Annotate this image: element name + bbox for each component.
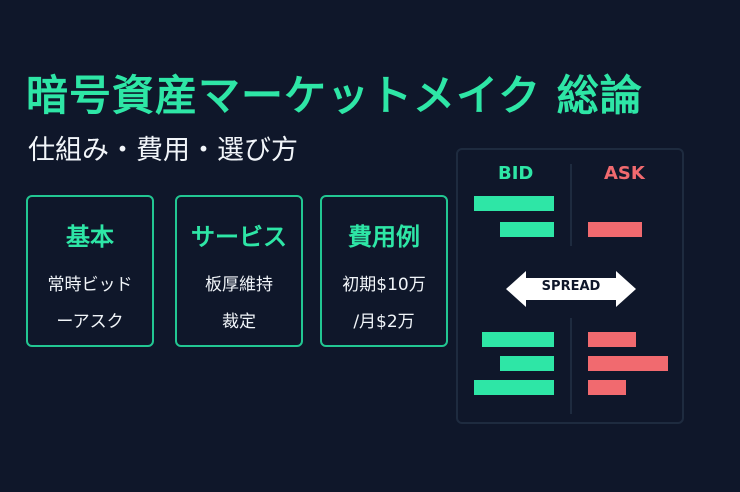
card-line: ーアスク bbox=[56, 312, 124, 332]
card-basics: 基本 常時ビッド ーアスク bbox=[26, 195, 154, 347]
card-heading: 費用例 bbox=[348, 223, 420, 251]
card-services: サービス 板厚維持 裁定 bbox=[175, 195, 303, 347]
card-costs: 費用例 初期$10万 /月$2万 bbox=[320, 195, 448, 347]
bid-bar bbox=[500, 356, 554, 371]
ask-bar bbox=[588, 332, 636, 347]
card-heading: サービス bbox=[191, 223, 287, 251]
card-line: 常時ビッド bbox=[47, 275, 133, 295]
ask-bar bbox=[588, 380, 626, 395]
page-title: 暗号資産マーケットメイク 総論 bbox=[26, 71, 643, 120]
center-divider-bottom bbox=[570, 318, 572, 414]
spread-label: SPREAD bbox=[541, 279, 601, 294]
bid-bar bbox=[474, 380, 554, 395]
bid-bar bbox=[482, 332, 554, 347]
ask-bar bbox=[588, 222, 642, 237]
order-book-diagram: BID ASK SPREAD bbox=[456, 148, 684, 424]
center-divider-top bbox=[570, 164, 572, 246]
ask-bar bbox=[588, 356, 668, 371]
card-line: /月$2万 bbox=[353, 312, 415, 332]
card-line: 板厚維持 bbox=[205, 275, 273, 295]
card-line: 裁定 bbox=[222, 312, 256, 332]
card-heading: 基本 bbox=[66, 223, 114, 251]
bid-label: BID bbox=[498, 163, 534, 184]
page-subtitle: 仕組み・費用・選び方 bbox=[28, 135, 298, 166]
card-line: 初期$10万 bbox=[342, 275, 426, 295]
bid-bar bbox=[474, 196, 554, 211]
bid-bar bbox=[500, 222, 554, 237]
ask-label: ASK bbox=[604, 163, 645, 184]
spread-arrow-icon bbox=[506, 271, 636, 307]
